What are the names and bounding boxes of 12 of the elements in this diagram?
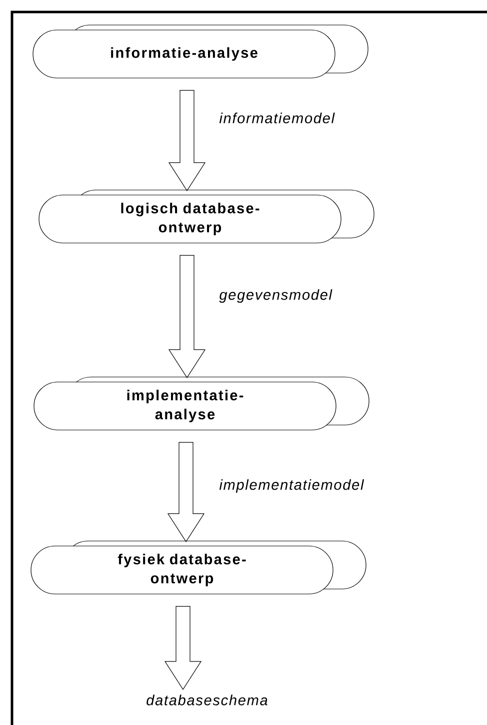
process-stadium: informatie-analyse (32, 24, 368, 78)
block-arrow (164, 606, 202, 690)
block-arrow (168, 90, 206, 192)
block-arrow (167, 442, 205, 542)
output-text: databaseschema (146, 694, 268, 706)
process-stadium: implementatie-analyse (34, 376, 370, 430)
block-arrow (168, 255, 206, 378)
process-stadium: fysiek database-ontwerp (30, 540, 366, 594)
edge-label: informatiemodel (219, 112, 335, 124)
process-stadium: logisch database-ontwerp (38, 190, 374, 244)
edge-label: gegevensmodel (219, 289, 332, 303)
edge-label: implementatiemodel (219, 479, 364, 493)
